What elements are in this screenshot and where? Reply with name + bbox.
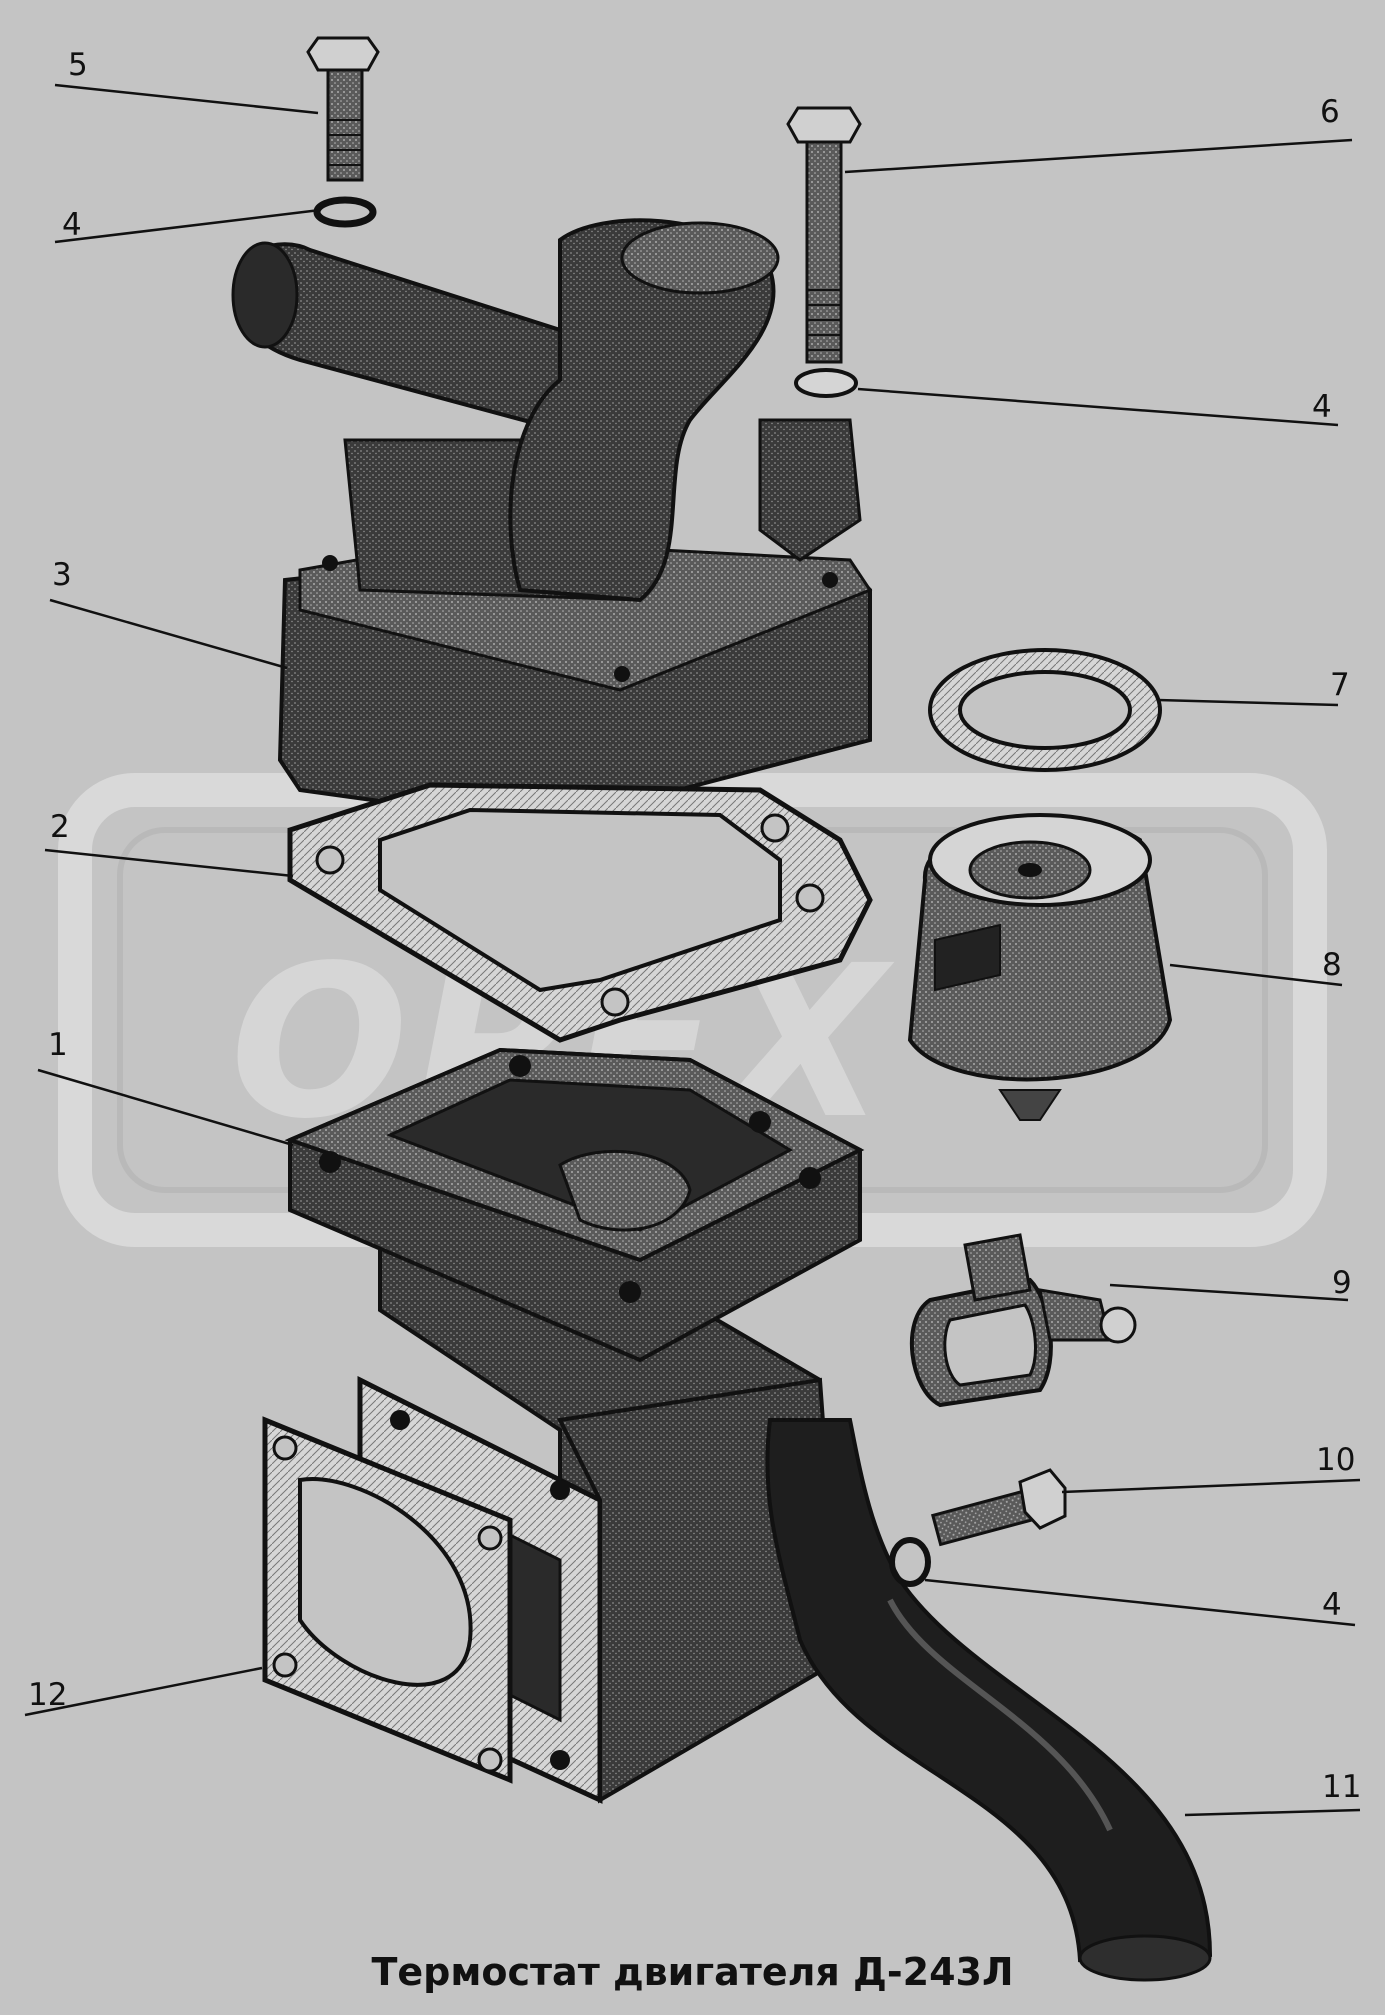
callout-4-lower: 4 [1322, 1587, 1342, 1623]
callout-5: 5 [68, 47, 88, 83]
callout-8: 8 [1322, 947, 1342, 983]
thermostat-body-1 [284, 1047, 865, 1804]
bolt-10 [930, 1468, 1067, 1547]
leader-lines [24, 83, 1361, 1817]
thermostat-cover-3 [231, 218, 873, 833]
callout-4-right: 4 [1312, 389, 1332, 425]
gasket-2 [287, 782, 873, 1043]
callout-9: 9 [1332, 1265, 1352, 1301]
callout-12: 12 [28, 1677, 68, 1713]
callout-6: 6 [1320, 94, 1340, 130]
callout-3: 3 [52, 557, 72, 593]
callout-11: 11 [1322, 1769, 1362, 1805]
bolt-6 [786, 106, 862, 364]
diagram-caption: Термостат двигателя Д-243Л [371, 1950, 1014, 1994]
bolt-5 [306, 36, 380, 182]
seal-ring-7 [928, 648, 1162, 772]
callout-4-top-left: 4 [62, 207, 82, 243]
callout-1: 1 [48, 1027, 68, 1063]
flange-gasket-12 [262, 1416, 513, 1784]
callout-2: 2 [50, 809, 70, 845]
callout-10: 10 [1316, 1442, 1356, 1478]
washer-4-right [794, 368, 858, 398]
spring-washer-4-lower [889, 1537, 931, 1587]
spring-washer-4-top [313, 196, 377, 228]
callout-7: 7 [1330, 667, 1350, 703]
hose-clamp-9 [909, 1233, 1137, 1408]
thermostat-element-8 [907, 813, 1173, 1121]
